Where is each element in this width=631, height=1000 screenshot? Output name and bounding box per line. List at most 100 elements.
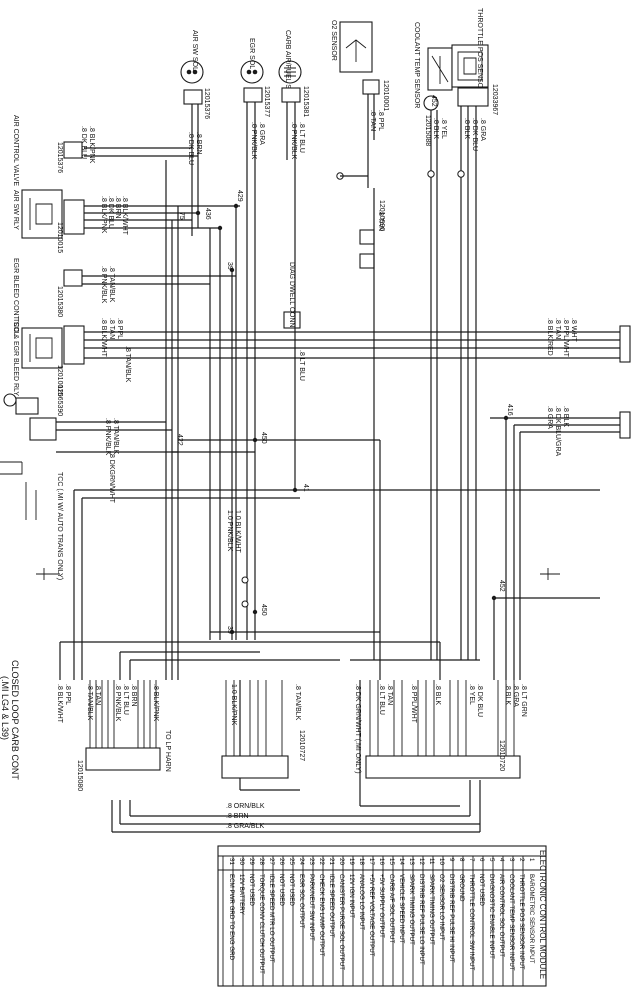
- ecm-function: CHECK ENG LAMP OUTPUT: [318, 874, 325, 957]
- ecm-function: DISTRIB REF PULSE HI INPUT: [448, 874, 455, 963]
- w-dk-grn-wht-10: .8 DK GRN/WHT (.MI ONLY): [354, 684, 361, 774]
- w-blk-d: .8 BLK: [504, 684, 511, 705]
- w-dk-blu-c: .8 DK BLU: [476, 684, 483, 717]
- ecm-pin: 9: [448, 858, 455, 862]
- o2-partno: 12010001: [382, 80, 389, 111]
- ecm-pin: 24: [298, 858, 305, 865]
- ecm-pin: 14: [398, 858, 405, 865]
- connector-lp: TO LP HARN 12015080: [76, 730, 171, 791]
- ecm-pin: 8: [458, 858, 465, 862]
- w-gra-3: .8 GRA: [546, 406, 553, 429]
- conn1-partno: 12015080: [76, 760, 83, 791]
- w-yel-c: .8 YEL: [468, 684, 475, 705]
- ecm-function: SPARK TIMING OUTPUT: [428, 874, 435, 945]
- ecm-pin: 28: [258, 858, 265, 865]
- w-blk-1: .8 BLK: [432, 118, 439, 139]
- ecm-pin: 27: [268, 858, 275, 865]
- ecm-pin: 3: [508, 858, 515, 862]
- w-blk-c: .8 BLK: [434, 684, 441, 705]
- w-blk-wht-2: .8 BLK/WHT: [100, 318, 107, 358]
- w-yel-1: .8 YEL: [440, 118, 447, 139]
- ecm-pin: 12: [418, 858, 425, 865]
- w-dkgrn-wht: .8 DKGRN/WHT: [108, 452, 115, 504]
- tps-partno: 12033967: [491, 84, 498, 115]
- carb-partno: 12015381: [302, 86, 309, 117]
- airsw-partno: 12015376: [203, 88, 210, 119]
- airrly-partno: 12010015: [56, 222, 63, 253]
- w-dk-blu-3: .8 DK BLU: [471, 118, 478, 151]
- w-brn-1: .8 BRN: [195, 132, 202, 155]
- tcc-note: TCC (.MI W/ AUTO TRANS ONLY): [56, 472, 63, 580]
- w-gra-2: .8 GRA: [479, 118, 486, 141]
- ecm-function: +5V SUPPLY OUTPUT: [378, 874, 385, 938]
- egr-partno: 12015377: [263, 86, 270, 117]
- tcc-switch: TCC (.MI W/ AUTO TRANS ONLY) 12065390: [0, 385, 63, 580]
- w-tan-blk-c: .8 TAN/BLK: [294, 684, 301, 721]
- w-blk-pnk-b: .8 BLK/PNK: [152, 684, 159, 722]
- ecm-pin: 2: [518, 858, 525, 862]
- throttle-pos-sensor: THROTTLE POS SENSOR 12033967: [451, 8, 498, 115]
- circuit-numbers: 429 436 75 39 422 450 41 416 452 452 450…: [176, 95, 513, 634]
- w-brn-bot: .8 BRN: [226, 813, 249, 820]
- w-dk-blu-2: .8 DK BLU: [187, 132, 194, 165]
- w-ppl-wht: .8 PPL/WHT: [562, 318, 569, 358]
- c416: 416: [506, 404, 513, 416]
- ecm-pin: 16: [378, 858, 385, 865]
- egrbleed-label: EGR BLEED CONT SOL: [12, 258, 19, 336]
- coolant-partno: 12015088: [424, 115, 431, 146]
- title-text: CLOSED LOOP CARB CONT: [10, 660, 20, 780]
- ecm-function: COOLANT TEMP SENSOR INPUT: [508, 874, 515, 971]
- w-blk-pnk-1: .8 BLK/PNK: [88, 126, 95, 164]
- c452a: 452: [498, 580, 505, 592]
- tcc-partno: 12065390: [56, 385, 63, 416]
- c450a: 450: [260, 432, 267, 444]
- w-dk-blu-1: .8 DK BLU: [80, 126, 87, 159]
- ecm-function: NOT USED: [248, 874, 255, 906]
- ecm-function: EGR SOL OUTPUT: [298, 874, 305, 929]
- diagram-title: CLOSED LOOP CARB CONT (.MI LG4 & L39): [0, 660, 20, 780]
- subtitle-text: (.MI LG4 & L39): [0, 676, 10, 740]
- w-ppl-wht-c: .8 PPL/WHT: [410, 684, 417, 724]
- airrly-label: AIR SW RLY: [12, 190, 19, 230]
- air-sw-sol: AIR SW SOL 12015376: [180, 30, 210, 119]
- ecm-function: AIR CONTROL SOL OUTPUT: [498, 874, 505, 957]
- ecm-function: 12V BATTERY: [238, 874, 245, 915]
- ecm-pin: 19: [348, 858, 355, 865]
- coolant-temp-label: COOLANT TEMP SENSOR: [413, 22, 420, 108]
- ecm-function: TORQUE CONV CLUTCH OUTPUT: [258, 874, 265, 974]
- w-lt-grn: .8 LT GRN: [520, 684, 527, 717]
- diag-dwell-conn: DIAG DWELL CONN: [283, 262, 301, 329]
- ecm-function: IDLE SPEED MTR LO OUTPUT: [268, 874, 275, 963]
- w-lt-blu-2: .8 LT BLU: [298, 350, 305, 381]
- ecm-function: NOT USED: [288, 874, 295, 906]
- to-lp-harn-label: TO LP HARN: [164, 730, 171, 772]
- w-gra-blk: .8 GRA/BLK: [226, 823, 264, 830]
- w-orn-blk: .8 ORN/BLK: [226, 803, 265, 810]
- ecm-function: 12V IGN INPUT: [348, 874, 355, 918]
- ecm-function: NOT USED: [278, 874, 285, 906]
- w-blk-pnk-10-b: 1.0 BLK/PNK: [230, 684, 237, 726]
- air-control-valve: AIR CONTROL VALVE 12015376: [12, 115, 83, 186]
- diag-label: DIAG DWELL CONN: [288, 262, 295, 327]
- w-ppl-b: .8 PPL: [64, 684, 71, 705]
- w-wht: .8 WHT: [570, 318, 577, 342]
- egr-bleed-cont-sol: EGR BLEED CONT SOL 12015380: [12, 258, 83, 336]
- w-blk-wht-1: .8 BLK/WHT: [121, 196, 128, 236]
- ecm-function: BAROMETRIC SENSOR INPUT: [528, 874, 535, 964]
- carb-af-sol: CARB AIR/FUEL SOL 12015381: [278, 30, 309, 117]
- w-brn-b: .8 BRN: [130, 684, 137, 707]
- tan-splice-partno: 12010996: [378, 200, 385, 231]
- ecm-function: ECM PWR GRD TO ENG GRD: [228, 874, 235, 961]
- ecm-function: VEHICLE SPEED INPUT: [398, 874, 405, 944]
- w-lt-blu-1: .8 LT BLU: [298, 122, 305, 153]
- c422: 422: [176, 434, 183, 446]
- ecm-pin: 1: [528, 858, 535, 862]
- w-ppl-2: .8 PPL: [116, 318, 123, 339]
- w-tan-2: .8 TAN: [377, 210, 384, 231]
- tccrly-partno: 12010015: [56, 365, 63, 396]
- ecm-pin: 30: [238, 858, 245, 865]
- ecm-pin: 31: [228, 858, 235, 865]
- w-pnk-blk-1: .8 PNK/BLK: [250, 122, 257, 160]
- ecm-pin: 13: [408, 858, 415, 865]
- connector-mid: 12010727: [221, 730, 305, 779]
